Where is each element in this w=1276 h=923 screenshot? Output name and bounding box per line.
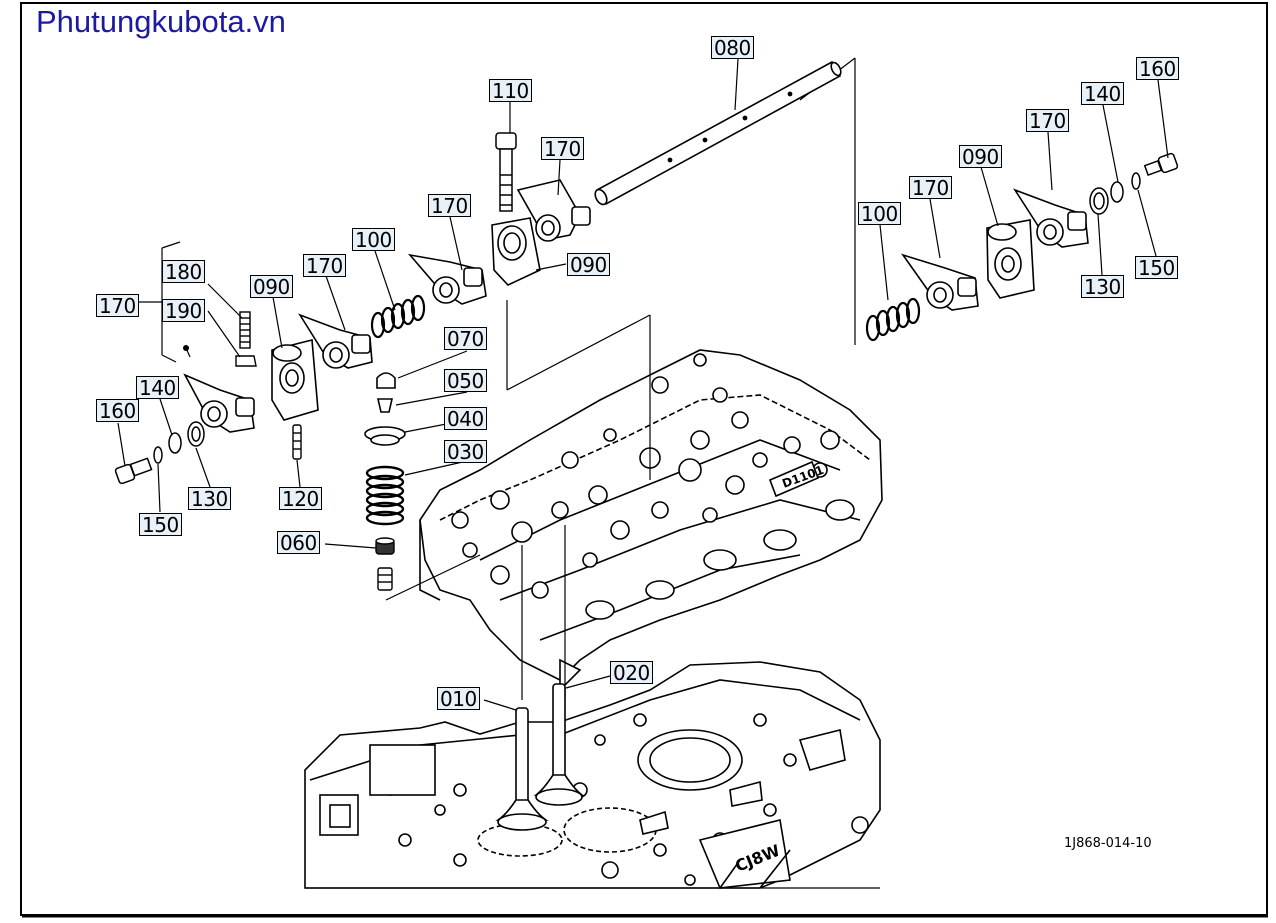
dowel-pin bbox=[292, 424, 302, 460]
callout-160-left[interactable]: 160 bbox=[96, 399, 139, 423]
callout-060[interactable]: 060 bbox=[277, 531, 320, 555]
callout-100-right[interactable]: 100 bbox=[858, 202, 901, 226]
callout-130-right[interactable]: 130 bbox=[1081, 275, 1124, 299]
diagram-document-code: 1J868-014-10 bbox=[1064, 836, 1152, 851]
washer-left bbox=[153, 421, 205, 464]
intake-valve bbox=[495, 707, 549, 831]
callout-100-left[interactable]: 100 bbox=[352, 228, 395, 252]
callout-070[interactable]: 070 bbox=[444, 327, 487, 351]
callout-010[interactable]: 010 bbox=[437, 687, 480, 711]
rocker-arm-top bbox=[516, 179, 591, 242]
callout-170-b[interactable]: 170 bbox=[303, 254, 346, 278]
callout-090-center[interactable]: 090 bbox=[567, 253, 610, 277]
callout-030[interactable]: 030 bbox=[444, 440, 487, 464]
leader-lines bbox=[117, 58, 1169, 711]
callout-120[interactable]: 120 bbox=[279, 487, 322, 511]
bracket-bolt bbox=[495, 132, 517, 212]
washer-right bbox=[1089, 172, 1141, 215]
callout-190[interactable]: 190 bbox=[162, 299, 205, 323]
callout-170-group[interactable]: 170 bbox=[96, 294, 139, 318]
valve-cap bbox=[376, 372, 396, 389]
exhaust-valve bbox=[533, 683, 585, 806]
rocker-bracket-left bbox=[271, 338, 319, 421]
callout-090-left[interactable]: 090 bbox=[250, 275, 293, 299]
valve-stem-seal bbox=[375, 537, 395, 555]
valve-guide bbox=[377, 567, 393, 591]
callout-170-right2[interactable]: 170 bbox=[909, 176, 952, 200]
collet bbox=[376, 398, 394, 413]
callout-040[interactable]: 040 bbox=[444, 407, 487, 431]
site-watermark: Phutungkubota.vn bbox=[36, 4, 286, 39]
rocker-bracket-center bbox=[491, 217, 541, 286]
callout-110[interactable]: 110 bbox=[489, 79, 532, 103]
callout-150-left[interactable]: 150 bbox=[139, 513, 182, 537]
callout-170-right1[interactable]: 170 bbox=[1026, 109, 1069, 133]
callout-180[interactable]: 180 bbox=[162, 260, 205, 284]
rocker-arm-left bbox=[298, 313, 373, 369]
spring-retainer bbox=[364, 426, 406, 446]
lock-nut bbox=[235, 355, 257, 367]
callout-140-right[interactable]: 140 bbox=[1081, 82, 1124, 106]
callout-160-right[interactable]: 160 bbox=[1136, 57, 1179, 81]
callout-170-a[interactable]: 170 bbox=[428, 194, 471, 218]
cylinder-block bbox=[304, 661, 881, 889]
rocker-arm-center bbox=[407, 253, 487, 305]
rocker-arm-group bbox=[183, 373, 255, 433]
callout-170-top[interactable]: 170 bbox=[541, 137, 584, 161]
callout-050[interactable]: 050 bbox=[444, 369, 487, 393]
rocker-arm-right-b bbox=[1013, 188, 1089, 248]
rocker-arm-right-a bbox=[900, 253, 979, 311]
callout-090-right[interactable]: 090 bbox=[959, 145, 1002, 169]
spring-right bbox=[865, 297, 921, 342]
valve-spring bbox=[365, 465, 405, 526]
callout-020[interactable]: 020 bbox=[610, 661, 653, 685]
callout-150-right[interactable]: 150 bbox=[1135, 256, 1178, 280]
plug-left bbox=[114, 457, 153, 485]
rocker-shaft bbox=[594, 60, 842, 206]
rocker-bracket-right bbox=[986, 219, 1035, 299]
callout-130-left[interactable]: 130 bbox=[188, 487, 231, 511]
plug-right bbox=[1143, 152, 1179, 177]
callout-140-left[interactable]: 140 bbox=[136, 376, 179, 400]
cylinder-head bbox=[419, 349, 883, 692]
spring-left bbox=[370, 294, 426, 339]
callout-080[interactable]: 080 bbox=[711, 36, 754, 60]
